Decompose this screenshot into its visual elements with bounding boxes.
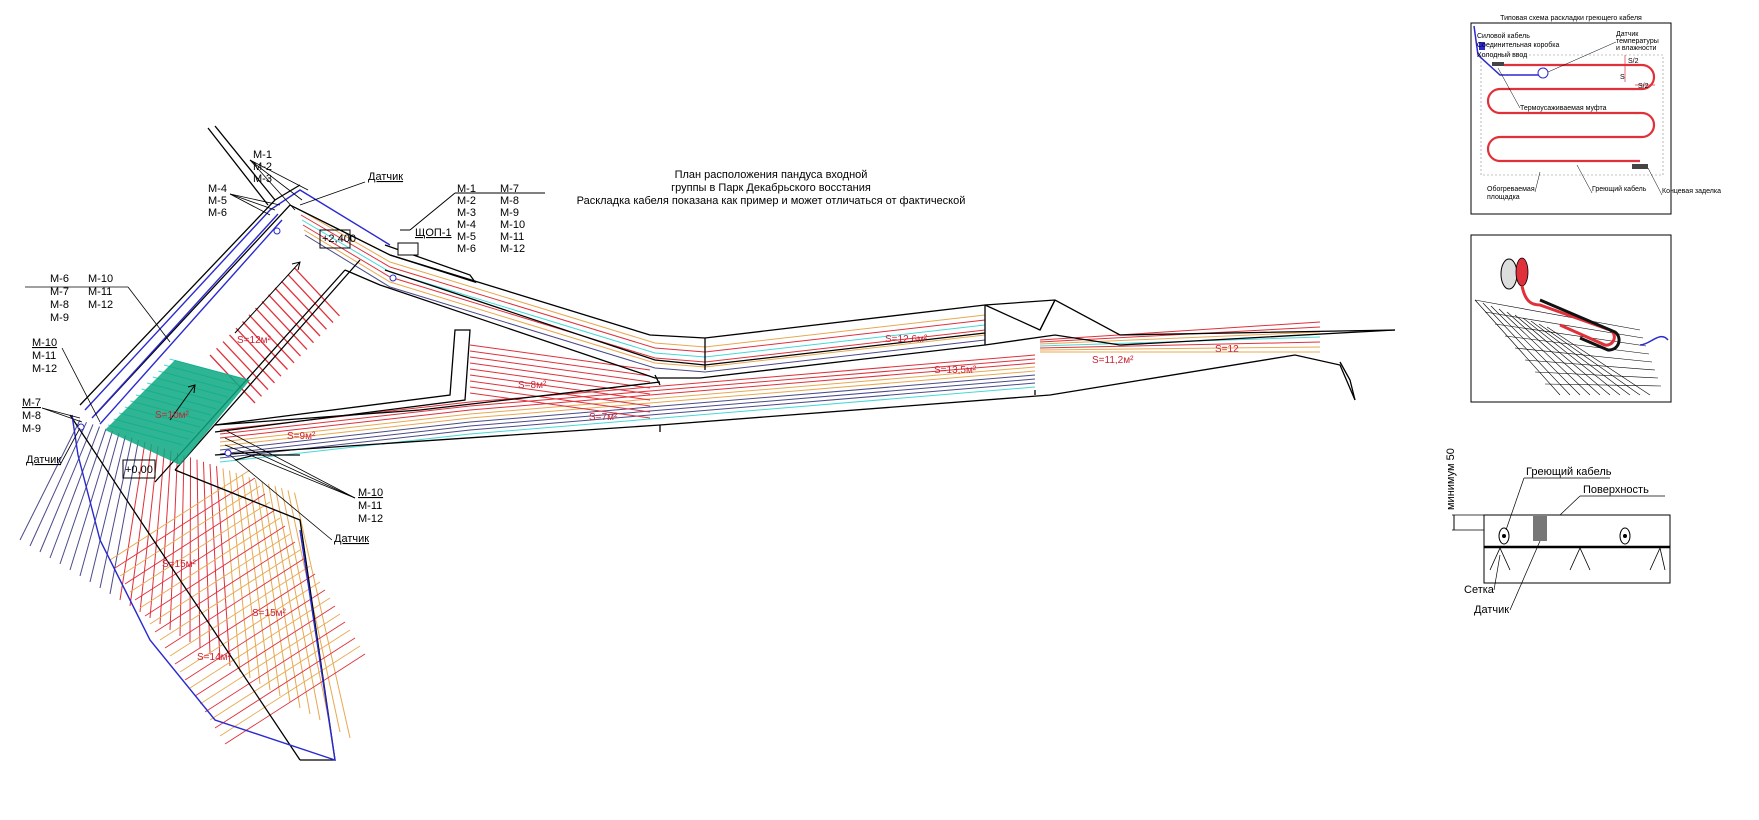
legend-col1-item: М-4 [457, 219, 476, 231]
label-bottom-a: М-10 [358, 487, 383, 499]
ramp-outline [69, 125, 1396, 761]
area-s9: S=9м² [287, 431, 316, 442]
legend-col2-item: М-10 [500, 219, 525, 231]
green-zone [105, 360, 250, 465]
schema-s2a: S/2 [1628, 58, 1639, 65]
area-s12b: S=12 [1215, 344, 1239, 355]
area-s10: S=10м² [155, 410, 190, 421]
area-labels: S=12м² S=10м² S=8м² S=9м² S=7м² S=12,6м²… [155, 334, 1239, 663]
schema-power-cable: Силовой кабель [1477, 32, 1530, 40]
elev-top: +2,400 [322, 233, 356, 245]
inset-perspective [1470, 234, 1672, 403]
legend-col2-item: М-7 [500, 183, 519, 195]
label-left-a3: М-8 [50, 299, 69, 311]
label-datchik-bottom: Датчик [334, 533, 369, 545]
inset-schema: Типовая схема раскладки греющего кабеля … [1470, 14, 1721, 215]
section-min-label: минимум 50 [1445, 448, 1457, 510]
schema-s2b: S/2 [1638, 83, 1649, 90]
legend-top: М-1 М-2 М-3 М-4 М-5 М-6 М-7 М-8 М-9 М-10… [400, 183, 545, 255]
callouts-bottom: М-10 М-11 М-12 Датчик [224, 429, 383, 545]
label-left-b3: М-12 [88, 299, 113, 311]
schema-title: Типовая схема раскладки греющего кабеля [1500, 14, 1642, 22]
area-s8: S=8м² [518, 380, 547, 391]
legend-col1-item: М-1 [457, 183, 476, 195]
label-mid-c: М-12 [32, 363, 57, 375]
area-s12: S=12м² [237, 335, 272, 346]
label-m1: М-1 [253, 149, 272, 161]
label-low-c: М-9 [22, 423, 41, 435]
legend-col1-item: М-2 [457, 195, 476, 207]
label-left-b1: М-10 [88, 273, 113, 285]
area-s15b: S=15м² [252, 608, 287, 619]
callouts-left: М-6 М-7 М-8 М-9 М-10 М-11 М-12 М-10 М-11… [22, 273, 171, 466]
label-low-a: М-7 [22, 397, 41, 409]
schema-sensor-3: и влажности [1616, 45, 1657, 52]
section-mesh: Сетка [1464, 584, 1495, 596]
ramp-arrows [169, 261, 301, 421]
label-m3: М-3 [253, 173, 272, 185]
area-s112: S=11,2м² [1092, 355, 1134, 366]
label-left-a4: М-9 [50, 312, 69, 324]
legend-col1-item: М-3 [457, 207, 476, 219]
section-heating-cable: Греющий кабель [1526, 466, 1612, 478]
schema-s: S [1620, 74, 1625, 81]
schema-heated-area: Обогреваемая [1487, 185, 1535, 193]
area-s15a: S=15м² [162, 559, 197, 570]
area-s126: S=12,6м² [885, 334, 928, 345]
schema-sensor: Датчик [1616, 31, 1639, 38]
label-bottom-b: М-11 [358, 500, 382, 512]
schema-heating-cable: Греющий кабель [1592, 185, 1647, 193]
area-s135: S=13,5м² [934, 365, 977, 376]
label-left-a2: М-7 [50, 286, 69, 298]
section-sensor: Датчик [1474, 604, 1509, 616]
schema-sensor-2: температуры [1616, 38, 1659, 45]
schema-end-seal: Концевая заделка [1662, 188, 1721, 195]
label-mid-a: М-10 [32, 337, 57, 349]
schema-shrink-sleeve: Термоусаживаемая муфта [1520, 105, 1607, 112]
title-line-1: План расположения пандуса входной [675, 169, 868, 181]
area-s7: S=7м² [589, 412, 618, 423]
label-m6: М-6 [208, 207, 227, 219]
label-shchop: ЩОП-1 [415, 227, 452, 239]
label-mid-b: М-11 [32, 350, 56, 362]
legend-col2-item: М-8 [500, 195, 519, 207]
legend-col1-item: М-6 [457, 243, 476, 255]
boundary-blue [71, 189, 391, 762]
title-line-3: Раскладка кабеля показана как пример и м… [577, 195, 966, 207]
legend-col2-item: М-9 [500, 207, 519, 219]
elev-bottom: +0,00 [125, 464, 153, 476]
legend-col2-item: М-12 [500, 243, 525, 255]
label-m4: М-4 [208, 183, 227, 195]
legend-col2-item: М-11 [500, 231, 524, 243]
schema-cold-lead: Холодный ввод [1477, 51, 1527, 59]
inset-section: минимум 50 Греющий кабель Поверхность Се… [1445, 448, 1671, 616]
title-line-2: группы в Парк Декабрьского восстания [671, 182, 871, 194]
callouts-top: М-1 М-2 М-3 М-4 М-5 М-6 Датчик ЩОП-1 [208, 149, 452, 239]
label-m5: М-5 [208, 195, 227, 207]
label-datchik-top: Датчик [368, 171, 403, 183]
label-bottom-c: М-12 [358, 513, 383, 525]
cable-fills [19, 209, 1321, 745]
drawing-title: План расположения пандуса входной группы… [577, 169, 966, 207]
device-markers [77, 227, 419, 457]
label-left-a1: М-6 [50, 273, 69, 285]
section-surface: Поверхность [1583, 484, 1649, 496]
legend-col1-item: М-5 [457, 231, 476, 243]
label-left-b2: М-11 [88, 286, 112, 298]
area-s14: S=14м² [197, 652, 232, 663]
label-datchik-left: Датчик [26, 454, 61, 466]
schema-heated-area-2: площадка [1487, 194, 1520, 201]
schema-junction-box: Соединительная коробка [1477, 41, 1560, 49]
label-low-b: М-8 [22, 410, 41, 422]
